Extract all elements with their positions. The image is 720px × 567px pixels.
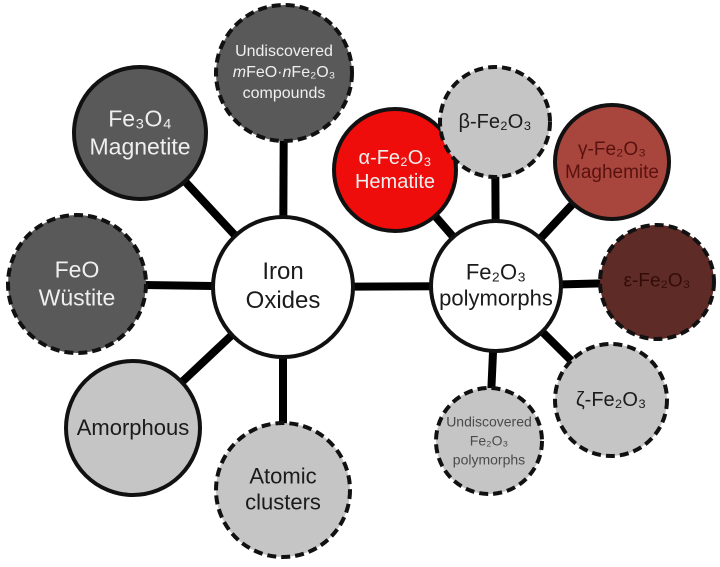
node-zeta-circle xyxy=(553,342,669,458)
node-wustite-circle xyxy=(6,213,148,355)
node-undiscovered-compounds-circle xyxy=(214,3,354,143)
node-epsilon-circle xyxy=(598,223,716,341)
node-beta-circle xyxy=(438,65,552,179)
node-hematite-circle xyxy=(332,107,458,233)
node-amorphous-circle xyxy=(64,359,202,497)
node-magnetite-circle xyxy=(72,65,208,201)
node-undiscovered-polymorphs-circle xyxy=(434,386,544,496)
node-atomic-clusters-circle xyxy=(214,421,352,559)
node-maghemite-circle xyxy=(553,103,671,221)
node-iron-oxides-circle xyxy=(211,215,355,359)
node-circles xyxy=(6,3,716,559)
node-fe2o3-polymorphs-circle xyxy=(429,219,563,353)
